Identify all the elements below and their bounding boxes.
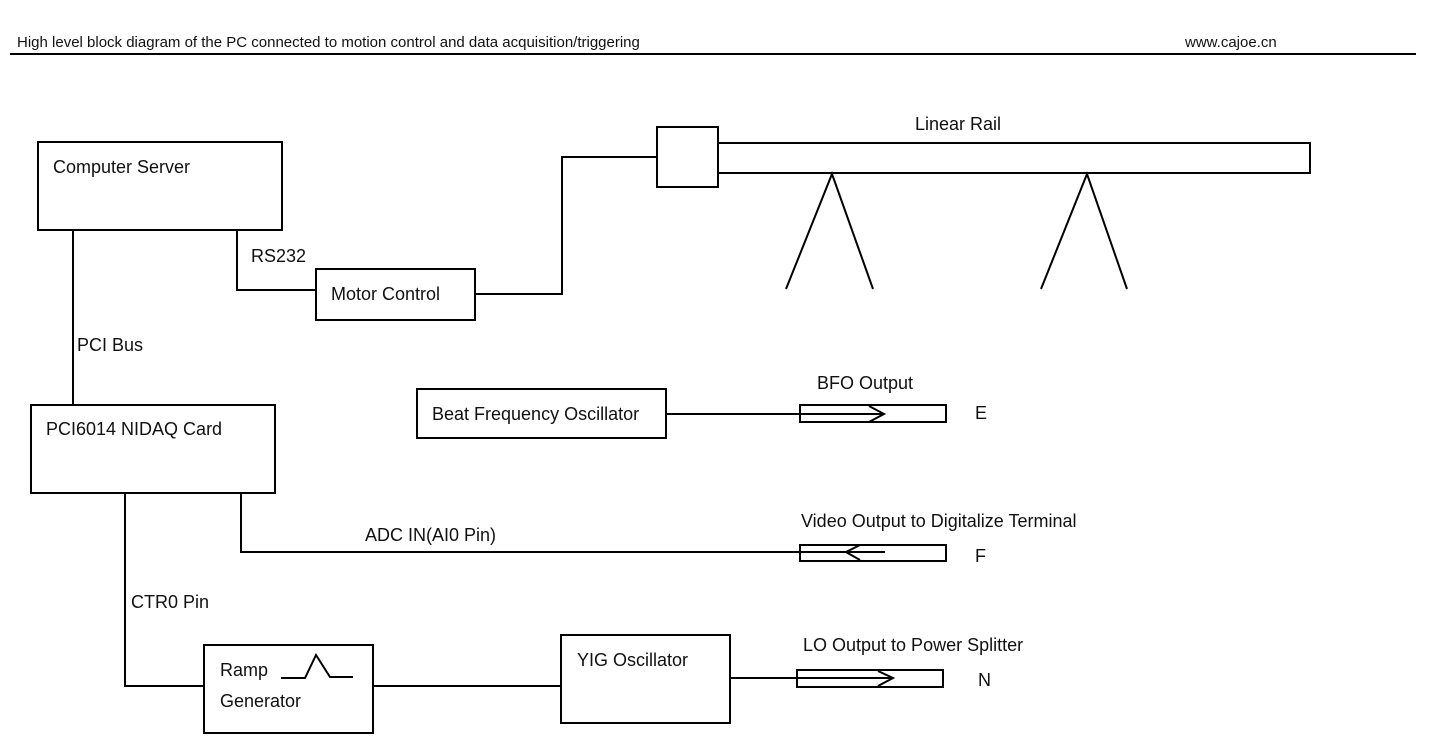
rs232-wire (236, 230, 316, 291)
rail-bar (717, 142, 1311, 174)
terminal-n: LO Output to Power Splitter N (730, 635, 1023, 690)
motor-control-block: Motor Control (315, 268, 476, 321)
arrow-right-icon (868, 405, 887, 423)
nidaq-card-block: PCI6014 NIDAQ Card (30, 404, 276, 494)
header-title: High level block diagram of the PC conne… (17, 34, 640, 51)
nidaq-card-box (30, 404, 276, 494)
adc-in-label: ADC IN(AI0 Pin) (365, 525, 496, 545)
yig-oscillator-box (560, 634, 731, 724)
ramp-waveform-icon (281, 652, 353, 679)
terminal-f: Video Output to Digitalize Terminal F (790, 511, 1076, 566)
yig-oscillator-label: YIG Oscillator (577, 650, 688, 670)
computer-server-block: Computer Server (37, 141, 283, 231)
bfo-label: Beat Frequency Oscillator (432, 404, 639, 424)
computer-server-box (37, 141, 283, 231)
yig-oscillator-block: YIG Oscillator (560, 634, 731, 724)
terminal-n-label: LO Output to Power Splitter (803, 635, 1023, 655)
header-site: www.cajoe.cn (1184, 34, 1277, 51)
rail-carriage (656, 126, 719, 188)
terminal-e-label: BFO Output (817, 373, 913, 393)
computer-server-label: Computer Server (53, 157, 190, 177)
rail-support-left (785, 171, 874, 290)
rail-label: Linear Rail (915, 114, 1001, 134)
ramp-generator-block: Ramp Generator (203, 644, 374, 734)
rs232-label: RS232 (251, 246, 306, 266)
terminal-e-letter: E (975, 403, 987, 423)
pci-bus-label: PCI Bus (77, 335, 143, 355)
terminal-n-letter: N (978, 670, 991, 690)
rail-support-right (1040, 171, 1128, 290)
ctr0-wire (124, 493, 204, 687)
ctr0-label: CTR0 Pin (131, 592, 209, 612)
motor-to-carriage-wire (475, 156, 657, 295)
ramp-generator-label-line1: Ramp (220, 660, 268, 680)
arrow-right-icon (877, 670, 896, 687)
nidaq-card-label: PCI6014 NIDAQ Card (46, 419, 222, 439)
ramp-generator-box (203, 644, 374, 734)
linear-rail: Linear Rail (656, 114, 1311, 290)
terminal-f-label: Video Output to Digitalize Terminal (801, 511, 1076, 531)
adc-in-wire (240, 493, 885, 553)
ramp-generator-label-line2: Generator (220, 691, 301, 711)
arrow-left-icon (843, 544, 861, 561)
bfo-block: Beat Frequency Oscillator (416, 388, 667, 439)
terminal-e: BFO Output E (666, 373, 987, 423)
terminal-f-letter: F (975, 546, 986, 566)
motor-control-label: Motor Control (331, 284, 440, 304)
bfo-box (416, 388, 667, 439)
